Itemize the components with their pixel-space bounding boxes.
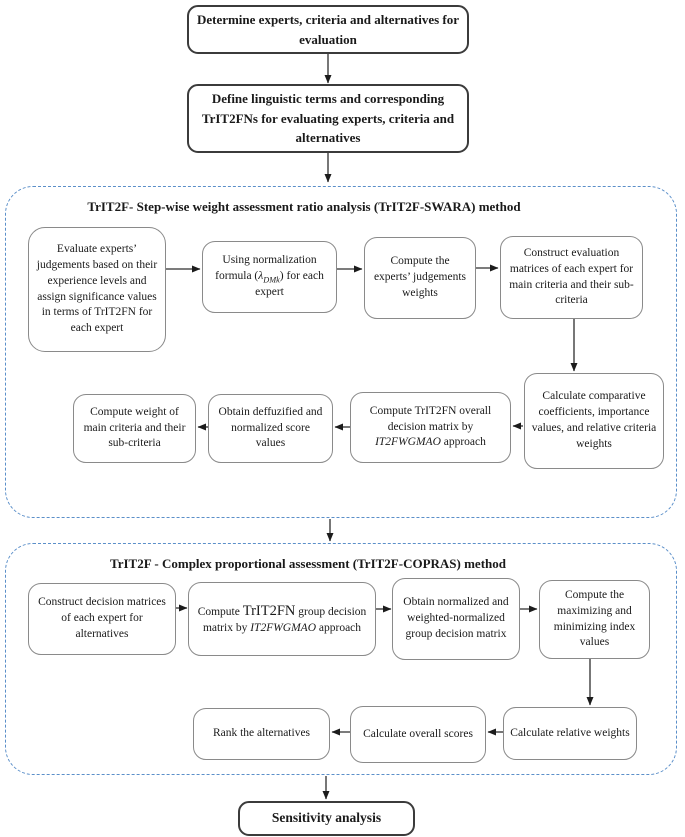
node-evaluate-judgements: Evaluate experts’ judgements based on th… <box>28 227 166 352</box>
node-overall-decision-matrix-label: Compute TrIT2FN overall decision matrix … <box>369 404 492 449</box>
copras-title: TrIT2F - Complex proportional assessment… <box>109 556 506 571</box>
node-main-criteria-weights: Compute weight of main criteria and thei… <box>73 394 196 463</box>
node-determine-experts: Determine experts, criteria and alternat… <box>187 5 469 54</box>
node-define-linguistic-label: Define linguistic terms and correspondin… <box>201 91 455 146</box>
node-define-linguistic: Define linguistic terms and correspondin… <box>187 84 469 153</box>
node-decision-matrices-alternatives-label: Construct decision matrices of each expe… <box>38 596 166 640</box>
node-normalization-formula: Using normalization formula (λDMk) for e… <box>202 241 337 313</box>
copras-container <box>5 543 677 775</box>
node-evaluation-matrices-label: Construct evaluation matrices of each ex… <box>509 246 634 307</box>
node-index-values-label: Compute the maximizing and minimizing in… <box>553 588 636 649</box>
node-index-values: Compute the maximizing and minimizing in… <box>539 580 650 659</box>
node-overall-scores: Calculate overall scores <box>350 706 486 763</box>
node-group-decision-matrix-label: Compute TrIT2FN group decision matrix by… <box>197 603 367 635</box>
lambda-symbol: λ <box>258 269 264 282</box>
swara-container <box>5 186 677 518</box>
node-group-decision-matrix: Compute TrIT2FN group decision matrix by… <box>188 582 376 656</box>
node-main-criteria-weights-label: Compute weight of main criteria and thei… <box>83 405 186 450</box>
node-deffuzified-scores: Obtain deffuzified and normalized score … <box>208 394 333 463</box>
node-rank-alternatives: Rank the alternatives <box>193 708 330 760</box>
node-rank-alternatives-label: Rank the alternatives <box>212 727 311 740</box>
node-normalized-group-matrix-label: Obtain normalized and weighted-normalize… <box>403 596 509 640</box>
node-relative-weights-label: Calculate relative weights <box>510 726 630 739</box>
node-evaluate-judgements-label: Evaluate experts’ judgements based on th… <box>36 242 158 335</box>
lambda-subscript: DMk <box>263 274 280 284</box>
node-relative-weights: Calculate relative weights <box>503 707 637 760</box>
node-comparative-coefficients-label: Calculate comparative coefficients, impo… <box>531 390 657 450</box>
node-normalized-group-matrix: Obtain normalized and weighted-normalize… <box>392 578 520 660</box>
method-name-italic: IT2FWGMAO <box>375 436 441 449</box>
node-comparative-coefficients: Calculate comparative coefficients, impo… <box>524 373 664 469</box>
node-overall-decision-matrix: Compute TrIT2FN overall decision matrix … <box>350 392 511 463</box>
trit2fn-large-text: TrIT2FN <box>242 603 296 620</box>
node-experts-weights-label: Compute the experts’ judgements weights <box>373 255 467 299</box>
node-overall-scores-label: Calculate overall scores <box>363 727 473 740</box>
node-sensitivity-analysis: Sensitivity analysis <box>238 801 415 836</box>
swara-title: TrIT2F- Step-wise weight assessment rati… <box>87 199 521 214</box>
node-experts-weights: Compute the experts’ judgements weights <box>364 237 476 319</box>
node-deffuzified-scores-label: Obtain deffuzified and normalized score … <box>218 405 323 450</box>
node-decision-matrices-alternatives: Construct decision matrices of each expe… <box>28 583 176 655</box>
node-determine-experts-label: Determine experts, criteria and alternat… <box>196 12 460 47</box>
node-sensitivity-analysis-label: Sensitivity analysis <box>271 810 382 826</box>
method-name-italic: IT2FWGMAO <box>250 622 317 635</box>
node-normalization-formula-label: Using normalization formula (λDMk) for e… <box>215 253 324 299</box>
node-evaluation-matrices: Construct evaluation matrices of each ex… <box>500 236 643 319</box>
